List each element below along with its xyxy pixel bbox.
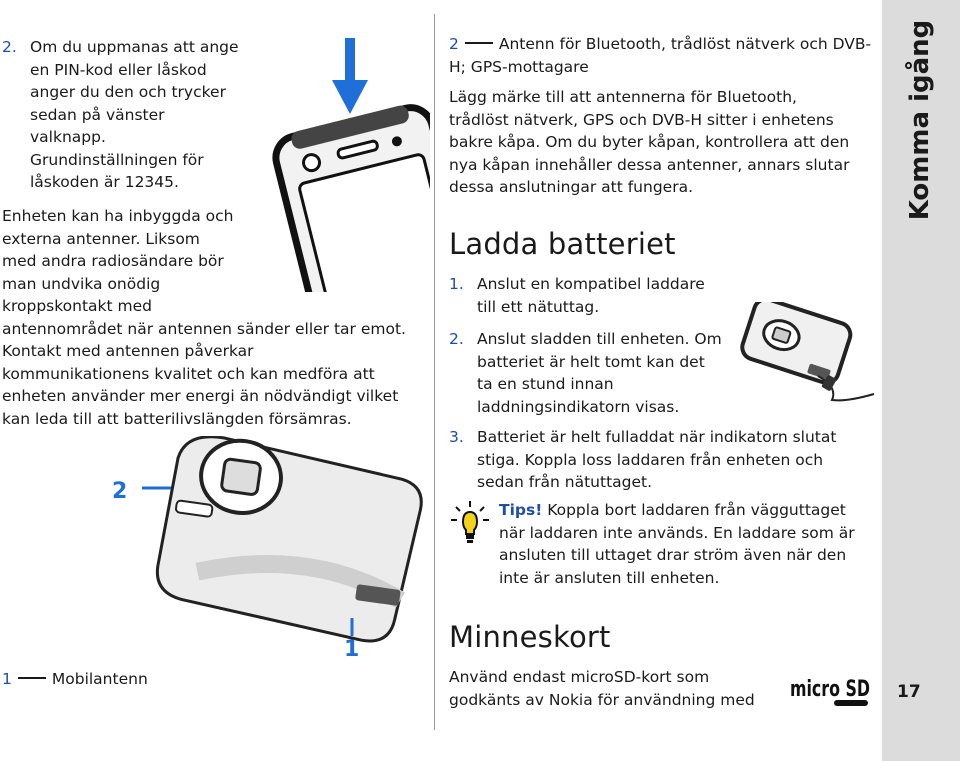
heading-memory-card: Minneskort	[449, 620, 611, 654]
para-line: godkänts av Nokia för användning med	[449, 690, 755, 709]
tip-label: Tips!	[499, 501, 543, 519]
tip-text: Koppla bort laddaren från vägguttaget	[547, 501, 846, 519]
step-line: Om du uppmanas att ange	[30, 38, 239, 56]
note-line: bakre kåpa. Om du byter kåpan, kontrolle…	[449, 133, 850, 151]
section-sidebar	[882, 0, 960, 761]
para-line: Kontakt med antennen påverkar	[2, 342, 254, 360]
step-line: Batteriet är helt fulladdat när indikato…	[477, 428, 837, 446]
battery-step-2: 2. Anslut sladden till enheten. Om batte…	[449, 328, 749, 418]
step-line: till ett nätuttag.	[477, 297, 600, 316]
page-number: 17	[897, 682, 921, 702]
tip-line: när laddaren inte används. En laddare so…	[499, 523, 855, 542]
para-line: externa antenner. Liksom	[2, 229, 200, 248]
caption-number: 1	[2, 670, 12, 688]
figure-caption: 1 Mobilantenn	[2, 668, 148, 691]
caption-dash	[464, 42, 493, 44]
antenna-note: Lägg märke till att antennerna för Bluet…	[449, 86, 874, 199]
antenna-paragraph: Enheten kan ha inbyggda och externa ante…	[2, 205, 427, 430]
step-number: 2.	[449, 330, 464, 348]
step-line: Anslut en kompatibel laddare	[477, 275, 705, 293]
memory-paragraph: Använd endast microSD-kort som godkänts …	[449, 666, 789, 711]
step-line: sedan på vänster	[30, 105, 165, 124]
callout-2: 2	[112, 479, 127, 504]
para-line: kan leda till att batterilivslängden för…	[2, 409, 352, 428]
step-line: anger du den och trycker	[30, 83, 226, 101]
step-line: sedan från nätuttaget.	[477, 473, 653, 491]
note-line: trådlöst nätverk, GPS och DVB-H sitter i…	[449, 110, 834, 129]
microsd-logo: micro SD	[790, 677, 870, 706]
para-line: antennområdet när antennen sänder eller …	[2, 319, 406, 338]
step-line: valknapp.	[30, 128, 106, 146]
caption-dash	[17, 677, 46, 679]
step-2-pin: 2. Om du uppmanas att ange en PIN-kod el…	[2, 36, 252, 194]
step-line: Anslut sladden till enheten. Om	[477, 330, 722, 348]
step-number: 2.	[2, 38, 17, 56]
caption-text: Antenn för Bluetooth, trådlöst nätverk o…	[498, 35, 872, 53]
caption-number: 2	[449, 35, 459, 53]
section-title: Komma igång	[905, 19, 935, 221]
step-line: en PIN-kod eller låskod	[30, 60, 207, 79]
tip-line: ansluten till uttaget drar ström även nä…	[499, 546, 847, 564]
tip-line: inte är ansluten till enheten.	[499, 568, 720, 587]
column-divider	[434, 14, 435, 730]
step-number: 3.	[449, 428, 464, 446]
para-line: man undvika onödig	[2, 274, 161, 293]
note-line: dessa anslutningar att fungera.	[449, 178, 694, 196]
para-line: med andra radiosändare bör	[2, 252, 224, 270]
step-line: Grundinställningen för	[30, 150, 204, 169]
phone-front-illustration	[272, 38, 430, 292]
battery-step-1: 1. Anslut en kompatibel laddare till ett…	[449, 273, 879, 318]
phone-charging-illustration	[740, 302, 875, 402]
tip-line-1: Tips! Koppla bort laddaren från väggutta…	[499, 499, 874, 522]
caption-line-1: 2 Antenn för Bluetooth, trådlöst nätverk …	[449, 33, 874, 56]
step-line: stiga. Koppla loss laddaren från enheten…	[477, 450, 824, 469]
step-number: 1.	[449, 275, 464, 293]
para-line: enheten använder mer energi än nödvändig…	[2, 387, 399, 405]
para-line: kroppskontakt med	[2, 297, 153, 315]
step-line: laddningsindikatorn visas.	[477, 397, 680, 416]
phone-back-illustration: 2 1	[112, 436, 423, 658]
lightbulb-icon	[451, 501, 489, 543]
step-line: låskoden är 12345.	[30, 173, 179, 191]
para-line: Använd endast microSD-kort som	[449, 668, 710, 686]
step-line: batteriet är helt tomt kan det	[477, 352, 705, 371]
antenna-2-caption: 2 Antenn för Bluetooth, trådlöst nätverk …	[449, 33, 874, 78]
callout-1: 1	[344, 637, 359, 658]
tip-block: Tips! Koppla bort laddaren från väggutta…	[499, 499, 874, 589]
note-line: nya kåpan innehåller dessa antenner, ann…	[449, 155, 850, 174]
caption-text: Mobilantenn	[51, 670, 148, 688]
battery-step-3: 3. Batteriet är helt fulladdat när indik…	[449, 426, 879, 494]
microsd-logo-text: micro SD	[790, 677, 870, 702]
para-line: Enheten kan ha inbyggda och	[2, 207, 234, 225]
down-arrow-icon	[332, 38, 368, 114]
step-line: ta en stund innan	[477, 375, 614, 393]
caption-line-2: H; GPS-mottagare	[449, 57, 589, 76]
heading-battery: Ladda batteriet	[449, 227, 676, 261]
para-line: kommunikationens kvalitet och kan medför…	[2, 364, 375, 383]
note-line: Lägg märke till att antennerna för Bluet…	[449, 88, 797, 106]
